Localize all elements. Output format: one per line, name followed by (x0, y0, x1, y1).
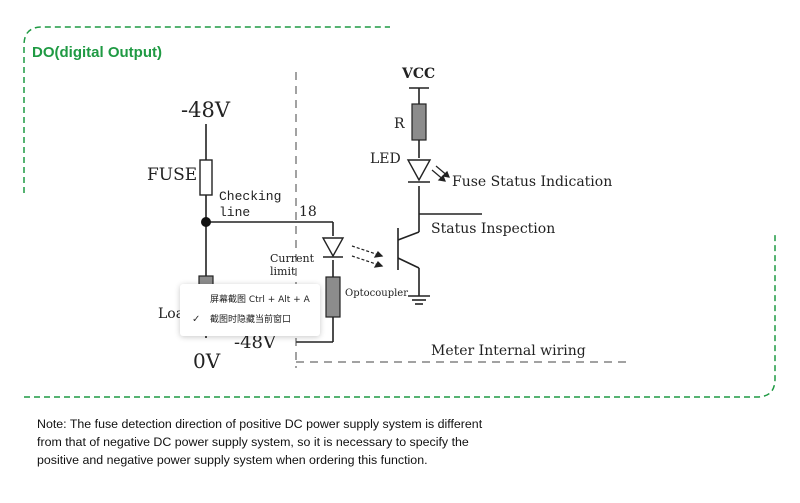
opto-diode (321, 237, 345, 258)
menu-item-screenshot[interactable]: 屏幕截图 Ctrl + Alt + A (180, 290, 320, 310)
menu-item-hide-window[interactable]: ✓ 截图时隐藏当前窗口 (180, 310, 320, 330)
circuit-diagram: -48V FUSE Checking line 18 Current limit… (147, 66, 628, 373)
label-r: R (394, 116, 405, 132)
label-0v: 0V (193, 349, 221, 373)
resistor-r (411, 103, 427, 141)
note-text: Note: The fuse detection direction of po… (37, 417, 483, 467)
label-checking: Checking (219, 189, 281, 204)
label-led: LED (370, 151, 401, 167)
fuse-symbol (199, 159, 213, 196)
menu-item-screenshot-label: 屏幕截图 Ctrl + Alt + A (210, 295, 310, 305)
transistor-collector (397, 231, 420, 241)
diagram-title: DO(digital Output) (32, 44, 162, 61)
label-line: line (219, 205, 250, 220)
label-current: Current (270, 252, 315, 265)
checkmark-icon: ✓ (192, 314, 201, 325)
transistor-emitter (397, 257, 420, 269)
label-fuse-status: Fuse Status Indication (452, 174, 612, 190)
dashed-frame (23, 26, 776, 398)
label-minus48v-bottom: -48V (234, 332, 277, 353)
junction-dot (201, 217, 211, 227)
label-limit: limit (270, 265, 296, 278)
label-status-inspection: Status Inspection (431, 221, 555, 237)
label-fuse: FUSE (147, 165, 197, 185)
led-emission-arrows (431, 165, 450, 182)
label-load: Loa (158, 306, 184, 322)
context-menu: 屏幕截图 Ctrl + Alt + A ✓ 截图时隐藏当前窗口 (180, 284, 320, 336)
menu-item-hide-window-label: 截图时隐藏当前窗口 (210, 315, 292, 325)
label-pin-18: 18 (299, 204, 317, 220)
label-minus48v-top: -48V (181, 98, 231, 122)
led-symbol (406, 159, 432, 182)
current-limit-resistor (325, 276, 341, 318)
opto-light-arrows (351, 245, 384, 268)
label-meter-internal: Meter Internal wiring (431, 343, 586, 359)
label-vcc: VCC (401, 66, 435, 82)
label-optocoupler: Optocoupler (345, 288, 408, 299)
